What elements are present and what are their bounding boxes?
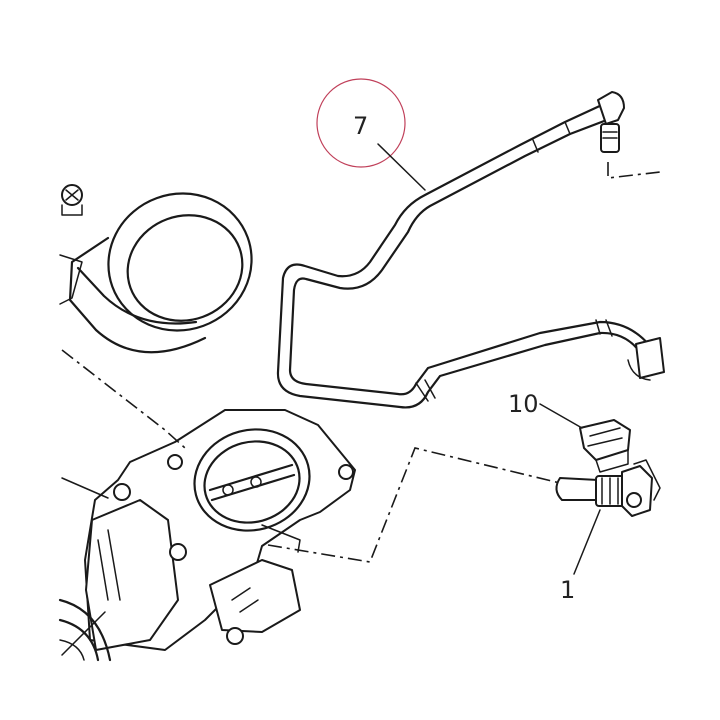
intake-duct	[59, 184, 253, 354]
callout-7: 7	[316, 78, 426, 191]
leader-lines	[61, 162, 661, 563]
temperature-sensor	[555, 459, 661, 517]
pulley-leader	[61, 611, 106, 656]
callout-label-7: 7	[353, 112, 368, 140]
callout-label-10: 10	[508, 390, 539, 418]
callout-1: 1	[560, 509, 601, 604]
throttle-body	[58, 409, 356, 662]
callout-highlight-circle	[316, 78, 406, 168]
retaining-clip	[579, 419, 631, 473]
callout-label-1: 1	[560, 576, 575, 604]
callout-10: 10	[508, 390, 583, 429]
throttle-leader	[61, 477, 109, 499]
vacuum-hose	[276, 91, 665, 409]
